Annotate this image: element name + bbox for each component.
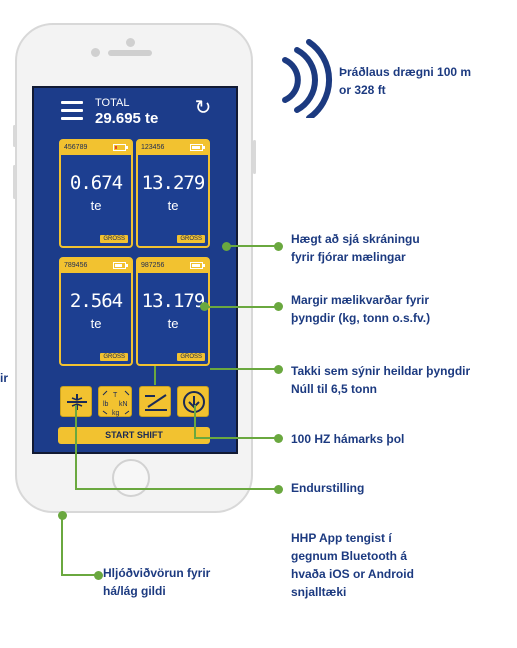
connector-dot-reset-end bbox=[274, 485, 283, 494]
label-app: HHP App tengist í gegnum Bluetooth á hva… bbox=[291, 531, 414, 599]
gross-badge: GROSS bbox=[100, 353, 128, 361]
card-id: 987256 bbox=[141, 262, 165, 269]
label-tare: Takki sem sýnir heildar þyngdir Núll til… bbox=[291, 364, 471, 396]
start-shift-button[interactable]: START SHIFT bbox=[58, 427, 210, 444]
unit-kn-label: kN bbox=[119, 401, 128, 408]
label-rate: 100 HZ hámarks þol bbox=[291, 432, 405, 446]
connector-dot-units bbox=[200, 302, 209, 311]
label-four-readings: Hægt að sjá skráningu fyrir fjórar mælin… bbox=[291, 232, 420, 264]
phone-front-sensor bbox=[91, 48, 100, 57]
gross-badge: GROSS bbox=[177, 353, 205, 361]
connector-dot-rate-end bbox=[274, 434, 283, 443]
gross-badge: GROSS bbox=[177, 235, 205, 243]
label-wireless: Þráðlaus drægni 100 m or 328 ft bbox=[339, 65, 472, 97]
card-reading: 2.564 bbox=[69, 290, 123, 312]
gross-badge: GROSS bbox=[100, 235, 128, 243]
download-button[interactable] bbox=[177, 386, 209, 417]
phone-mute-switch bbox=[13, 125, 16, 147]
reading-card-3[interactable]: 789456 2.564 te GROSS bbox=[59, 257, 133, 366]
connector-dot-units-end bbox=[274, 302, 283, 311]
unit-kg-label: kg bbox=[112, 410, 120, 417]
card-reading: 0.674 bbox=[69, 172, 123, 194]
phone-power-button bbox=[253, 140, 256, 174]
connector-dot-audio bbox=[58, 511, 67, 520]
reading-card-1[interactable]: 456789 0.674 te GROSS bbox=[59, 139, 133, 248]
card-reading: 13.279 bbox=[141, 172, 206, 194]
menu-icon[interactable] bbox=[61, 101, 83, 125]
wireless-icon bbox=[282, 39, 333, 118]
reading-card-4[interactable]: 987256 13.179 te GROSS bbox=[136, 257, 210, 366]
connector-dot-tare-end bbox=[274, 365, 283, 374]
battery-icon bbox=[113, 144, 128, 151]
unit-switch-icon: T lb kN kg bbox=[102, 390, 130, 417]
label-cut-left: ir bbox=[0, 371, 9, 385]
connector-dot-readings-end bbox=[274, 242, 283, 251]
battery-icon bbox=[113, 262, 128, 269]
phone-front-camera bbox=[126, 38, 135, 47]
total-value: 29.695 te bbox=[95, 110, 159, 127]
battery-icon bbox=[190, 262, 205, 269]
phone-home-button bbox=[112, 459, 150, 497]
label-reset: Endurstilling bbox=[291, 481, 365, 495]
card-unit: te bbox=[90, 198, 102, 213]
card-id: 456789 bbox=[64, 144, 88, 151]
label-units: Margir mælikvarðar fyrir þyngdir (kg, to… bbox=[291, 293, 431, 325]
connector-dot-readings bbox=[222, 242, 231, 251]
phone-volume-up bbox=[13, 165, 16, 199]
card-reading: 13.179 bbox=[141, 290, 206, 312]
refresh-icon[interactable]: ↻ bbox=[194, 97, 212, 119]
card-id: 789456 bbox=[64, 262, 88, 269]
label-audio: Hljóðviðvörun fyrir há/lág gildi bbox=[103, 566, 211, 598]
card-unit: te bbox=[90, 316, 102, 331]
connector-dot-audio-end bbox=[94, 571, 103, 580]
tilt-icon bbox=[145, 394, 167, 411]
unit-t-label: T bbox=[113, 392, 118, 399]
card-unit: te bbox=[167, 316, 179, 331]
unit-lb-label: lb bbox=[103, 401, 109, 408]
unit-switch-button[interactable]: T lb kN kg bbox=[98, 386, 132, 417]
battery-icon bbox=[190, 144, 205, 151]
tilt-button[interactable] bbox=[139, 386, 171, 417]
reading-card-2[interactable]: 123456 13.279 te GROSS bbox=[136, 139, 210, 248]
card-id: 123456 bbox=[141, 144, 165, 151]
card-unit: te bbox=[167, 198, 179, 213]
total-label: TOTAL bbox=[95, 97, 130, 109]
phone-speaker bbox=[108, 50, 152, 56]
